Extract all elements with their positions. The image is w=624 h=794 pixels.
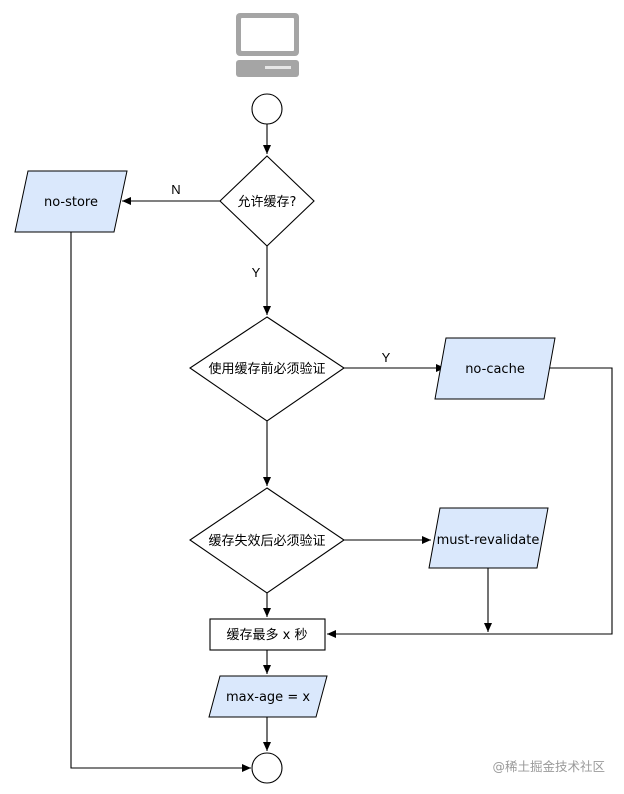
decision-expired-validate: 缓存失效后必须验证 — [189, 487, 345, 594]
edge-nostore-to-end — [70, 232, 251, 772]
decision-must-validate: 使用缓存前必须验证 — [189, 316, 345, 422]
start-node — [251, 93, 283, 125]
decision-must-validate-label: 使用缓存前必须验证 — [208, 361, 325, 377]
node-max-age-label: max-age = x — [226, 690, 310, 705]
edge-label-yes-1: Y — [252, 265, 261, 280]
node-no-store: no-store — [14, 170, 128, 233]
decision-allow-cache: 允许缓存? — [219, 155, 315, 247]
edge-nocache-to-max — [327, 367, 613, 638]
edge-label-no: N — [171, 182, 180, 197]
node-must-revalidate: must-revalidate — [428, 507, 549, 569]
node-no-cache: no-cache — [434, 337, 556, 400]
computer-icon — [236, 13, 299, 77]
decision-expired-validate-label: 缓存失效后必须验证 — [208, 533, 325, 549]
node-cache-max: 缓存最多 x 秒 — [209, 618, 326, 651]
node-cache-max-label: 缓存最多 x 秒 — [227, 627, 308, 643]
node-max-age: max-age = x — [208, 675, 328, 718]
node-no-cache-label: no-cache — [465, 362, 525, 377]
end-node — [251, 752, 283, 784]
edge-label-yes-2: Y — [382, 350, 391, 365]
node-no-store-label: no-store — [44, 195, 98, 210]
decision-allow-cache-label: 允许缓存? — [238, 194, 297, 210]
edges — [70, 124, 613, 772]
node-must-revalidate-label: must-revalidate — [437, 533, 540, 548]
watermark: @稀土掘金技术社区 — [492, 759, 605, 774]
